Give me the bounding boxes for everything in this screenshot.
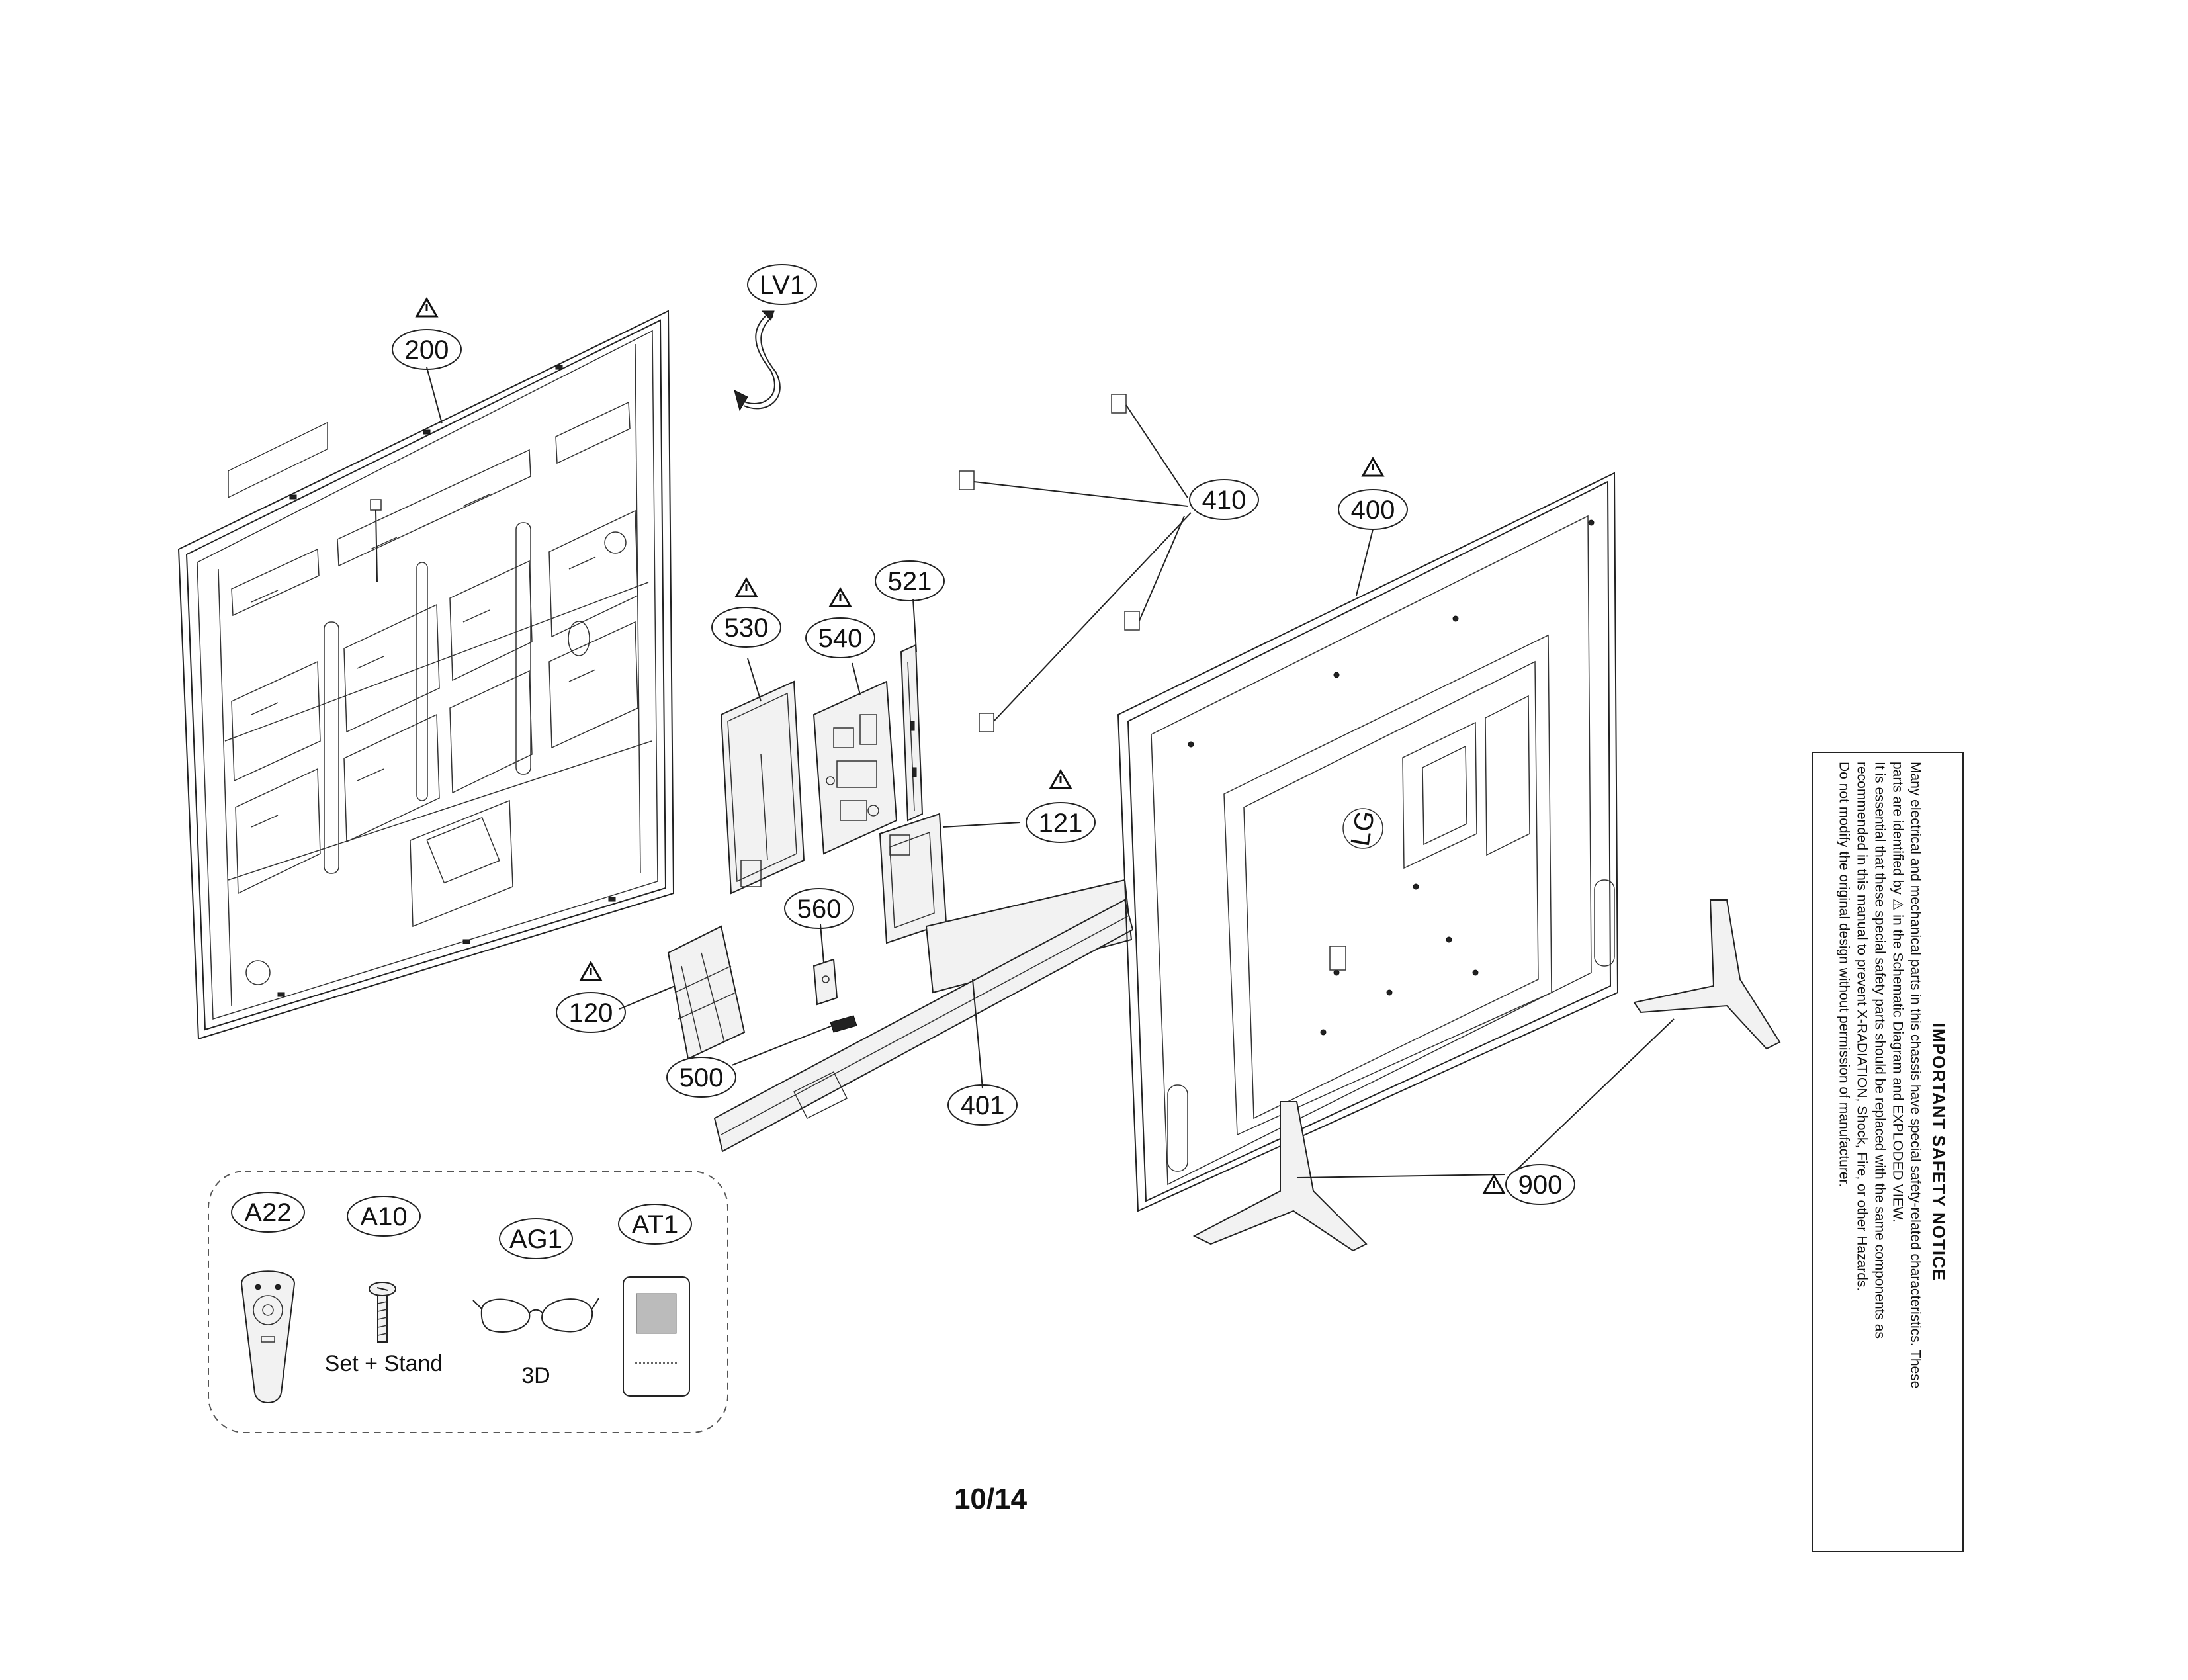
callout-900: 900 xyxy=(1505,1164,1575,1205)
callout-a10-label: A10 xyxy=(360,1202,407,1231)
warning-icon xyxy=(1049,768,1072,789)
callout-400: 400 xyxy=(1338,489,1408,530)
warning-icon xyxy=(1361,456,1385,477)
callout-121-label: 121 xyxy=(1039,809,1083,838)
screw-icon xyxy=(369,1282,396,1343)
bottom-frame-401 xyxy=(713,879,1134,1153)
safety-notice: IMPORTANT SAFETY NOTICE Many electrical … xyxy=(1812,752,1964,1552)
module-560 xyxy=(812,958,838,1006)
safety-notice-line: Many electrical and mechanical parts in … xyxy=(1907,762,1923,1389)
leader-lines xyxy=(426,367,1374,1089)
callout-120-label: 120 xyxy=(569,998,613,1028)
safety-notice-line: It is essential that these special safet… xyxy=(1872,762,1888,1339)
callout-560-label: 560 xyxy=(797,895,842,924)
warning-icon xyxy=(828,586,852,607)
warning-icons xyxy=(415,296,1506,1194)
callout-a22-label: A22 xyxy=(244,1198,291,1227)
warning-icon xyxy=(579,960,603,981)
safety-notice-body: Many electrical and mechanical parts in … xyxy=(1835,762,1925,1542)
safety-notice-line: recommended in this manual to prevent X-… xyxy=(1854,762,1870,1292)
brand-logo-text: LG xyxy=(1346,809,1381,848)
warning-icon xyxy=(415,296,439,318)
caption-3d: 3D xyxy=(521,1363,550,1388)
callout-521: 521 xyxy=(875,560,945,601)
warning-icon xyxy=(1482,1173,1506,1194)
callout-900-label: 900 xyxy=(1518,1171,1563,1200)
callout-401: 401 xyxy=(947,1084,1018,1126)
3d-glasses-icon xyxy=(472,1298,599,1333)
cable-lv1 xyxy=(734,310,781,412)
safety-notice-line: parts are identified by ⚠ in the Schemat… xyxy=(1890,762,1905,1223)
display-panel-200 xyxy=(177,310,675,1040)
callout-540-label: 540 xyxy=(818,624,863,653)
remote-control-icon xyxy=(240,1270,296,1403)
callout-400-label: 400 xyxy=(1351,496,1395,525)
callout-200: 200 xyxy=(392,329,462,370)
part-500 xyxy=(830,1015,857,1033)
stand-900 xyxy=(1192,899,1781,1252)
manual-icon xyxy=(623,1276,690,1397)
callout-ag1-label: AG1 xyxy=(509,1225,562,1254)
speaker-120 xyxy=(667,925,746,1060)
callout-530: 530 xyxy=(711,607,781,648)
callout-a10: A10 xyxy=(347,1196,421,1237)
callout-521-label: 521 xyxy=(888,567,932,596)
power-board-530 xyxy=(720,680,805,895)
callout-121: 121 xyxy=(1026,802,1096,843)
callout-120: 120 xyxy=(556,992,626,1033)
bracket-521 xyxy=(900,644,924,822)
callouts: LV1 200 410 400 521 530 540 121 xyxy=(392,264,1575,1205)
callout-200-label: 200 xyxy=(405,335,449,365)
callout-500: 500 xyxy=(666,1057,736,1098)
warning-icon xyxy=(734,576,758,597)
callout-ag1: AG1 xyxy=(499,1218,573,1259)
safety-notice-content: IMPORTANT SAFETY NOTICE Many electrical … xyxy=(1820,762,1956,1542)
main-board-540 xyxy=(812,680,898,855)
callout-lv1: LV1 xyxy=(747,264,817,305)
callout-at1-label: AT1 xyxy=(632,1210,678,1239)
callout-530-label: 530 xyxy=(724,613,769,642)
callout-lv1-label: LV1 xyxy=(760,271,805,300)
callout-500-label: 500 xyxy=(679,1063,724,1092)
safety-notice-line: Do not modify the original design withou… xyxy=(1836,762,1852,1188)
callout-560: 560 xyxy=(784,888,854,929)
screws-410 xyxy=(959,394,1192,732)
page-number: 10/14 xyxy=(954,1483,1028,1515)
back-cover-400: LG xyxy=(1117,472,1619,1212)
callout-401-label: 401 xyxy=(961,1091,1005,1120)
callout-410: 410 xyxy=(1189,479,1259,520)
callout-a22: A22 xyxy=(231,1192,305,1233)
caption-set-stand: Set + Stand xyxy=(325,1351,443,1376)
safety-notice-title: IMPORTANT SAFETY NOTICE xyxy=(1929,1022,1949,1282)
accessories-group: A22 A10 Set + Stand xyxy=(208,1171,728,1433)
callout-410-label: 410 xyxy=(1202,486,1247,515)
callout-540: 540 xyxy=(805,617,875,658)
callout-at1: AT1 xyxy=(618,1204,692,1245)
